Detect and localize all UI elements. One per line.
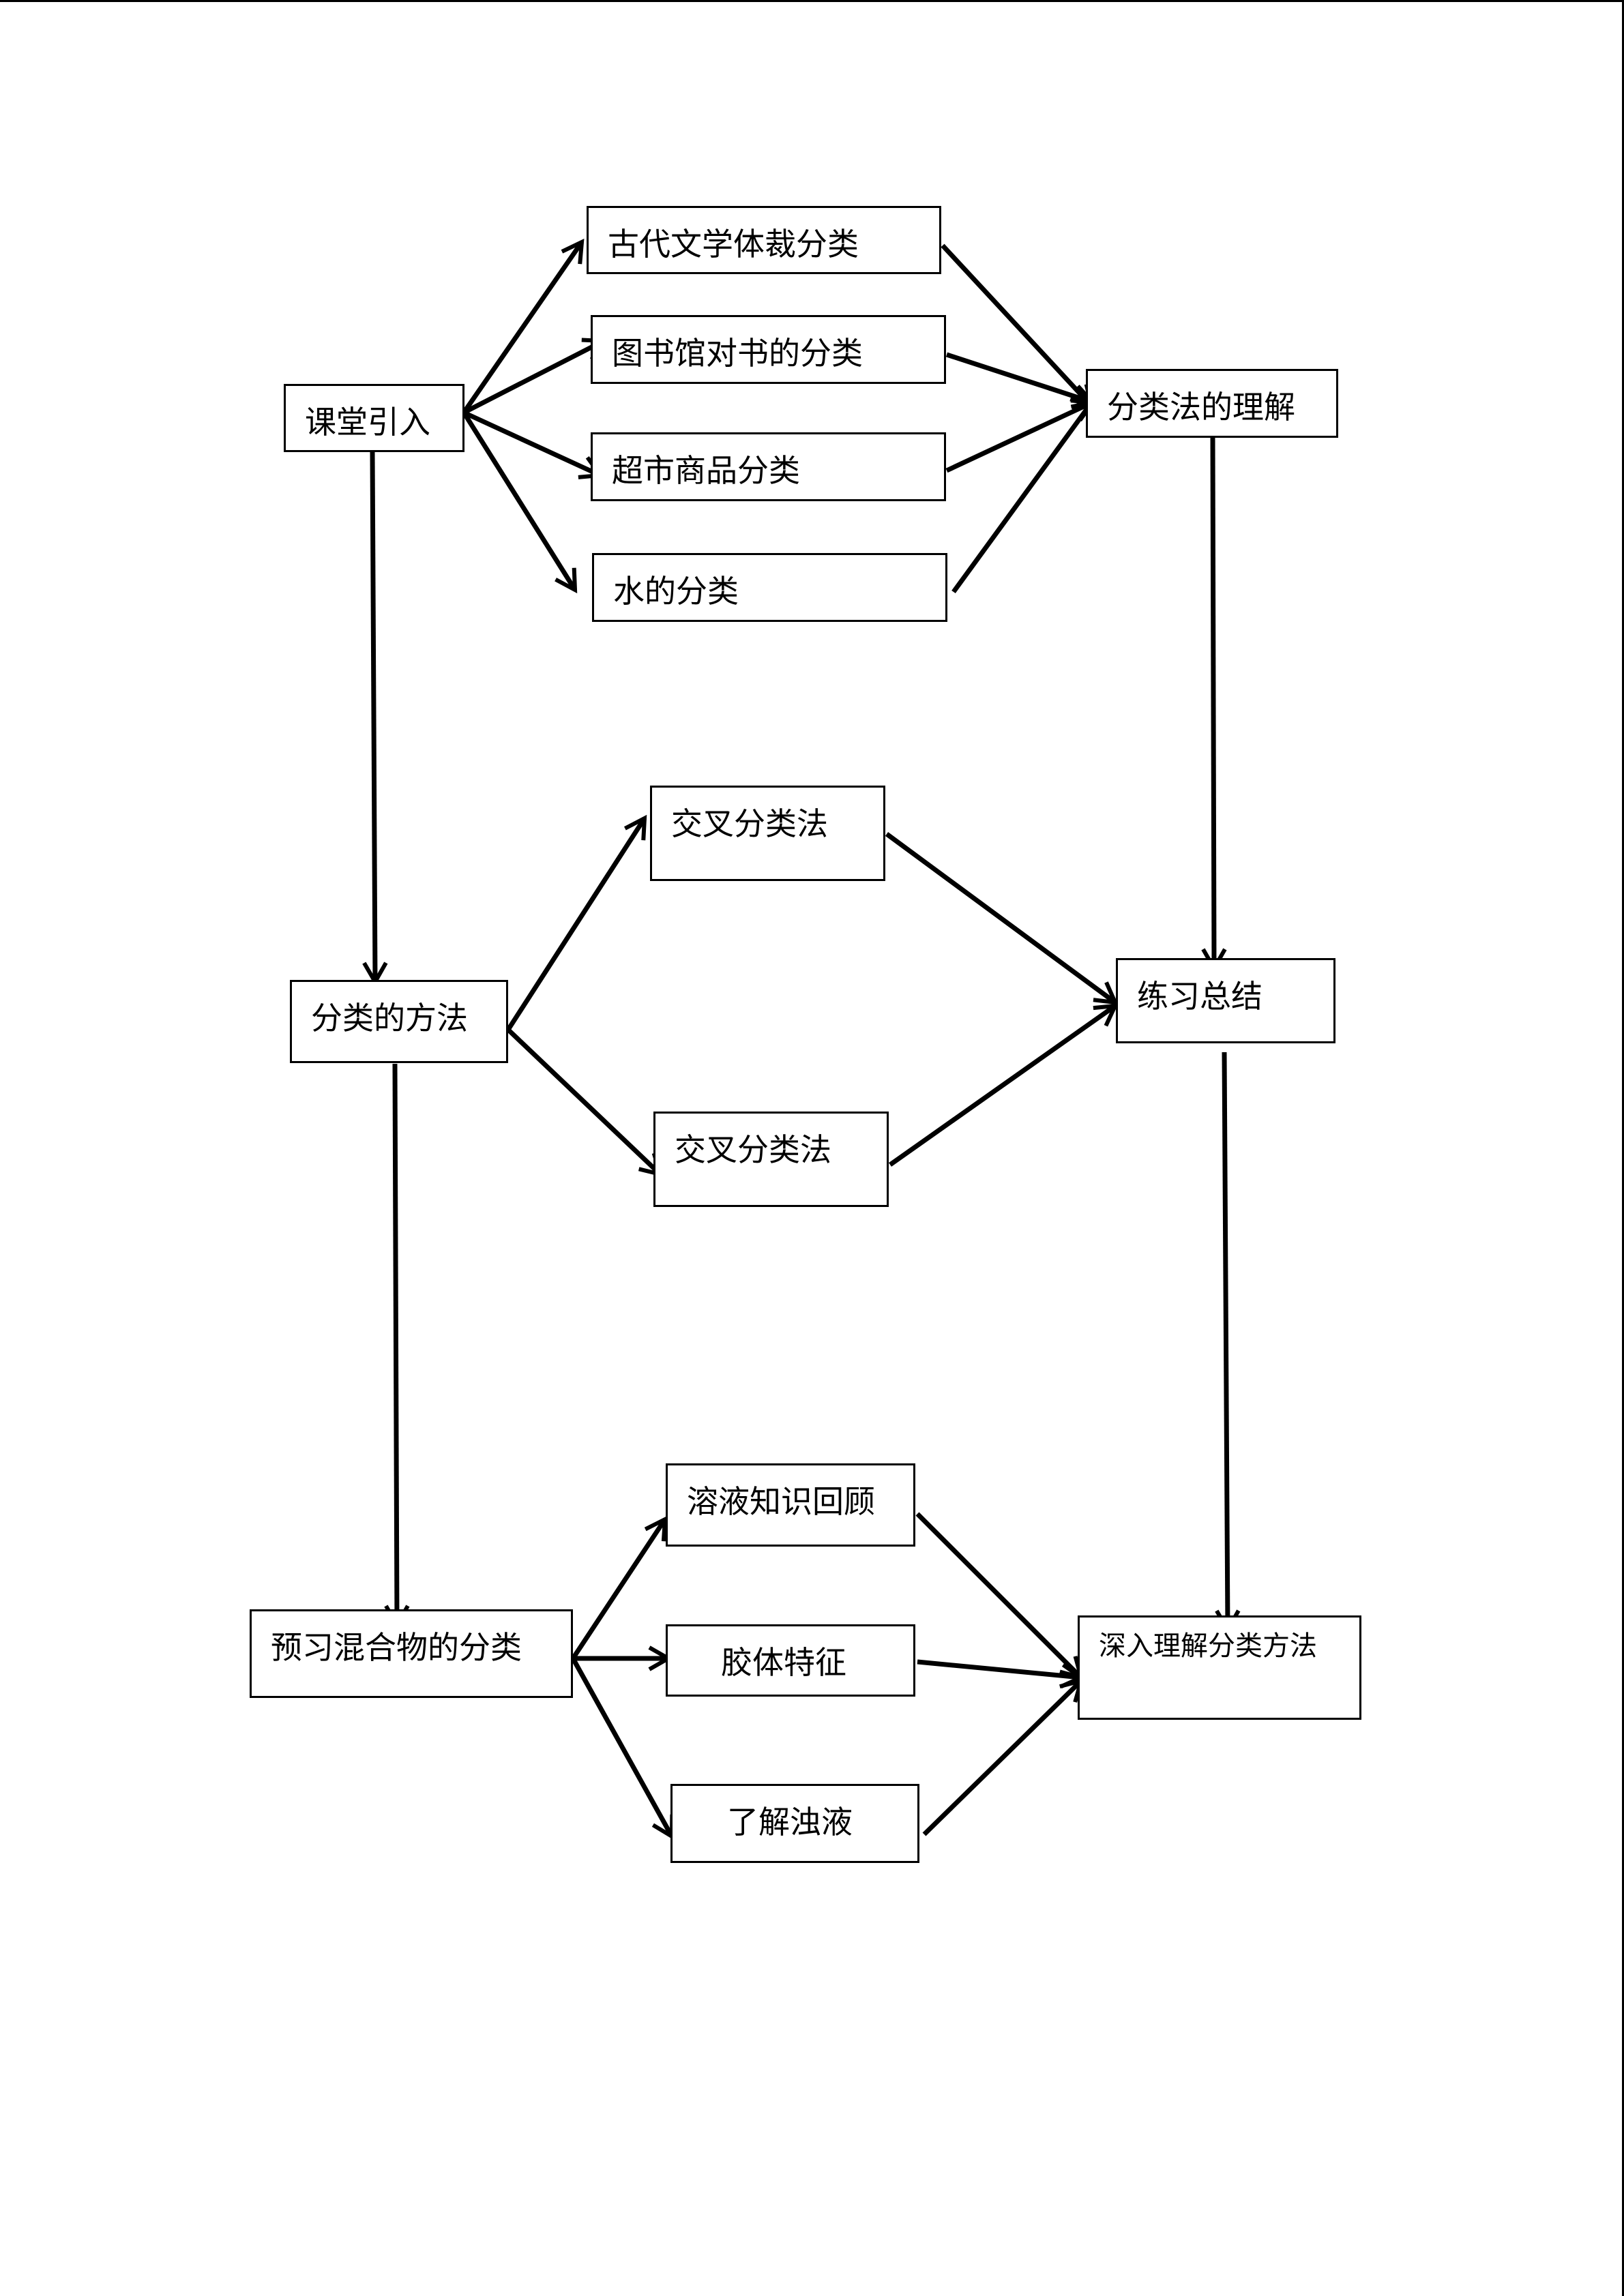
arrow-suspension-to-deep-understanding: [922, 1678, 1084, 1836]
arrow-preview-to-solution-review: [571, 1515, 668, 1660]
node-practice-label: 练习总结: [1137, 978, 1263, 1015]
node-understanding-label: 分类法的理解: [1107, 389, 1295, 426]
arrow-practice-to-deep-understanding: [1215, 1052, 1241, 1635]
arrow-preview-to-suspension: [570, 1657, 675, 1840]
node-solution-review: 溶液知识回顾: [666, 1463, 915, 1547]
node-deep-understanding: 深入理解分类方法: [1078, 1615, 1361, 1720]
node-intro-label: 课堂引入: [305, 404, 430, 441]
arrow-intro-to-water: [462, 411, 578, 594]
node-solution-review-label: 溶液知识回顾: [687, 1483, 875, 1520]
node-colloid-label: 胶体特征: [721, 1644, 846, 1681]
arrow-intro-to-supermarket: [462, 410, 604, 479]
node-methods: 分类的方法: [290, 980, 508, 1063]
node-colloid: 胶体特征: [666, 1624, 915, 1697]
node-cross-bottom: 交叉分类法: [653, 1112, 889, 1207]
arrow-cross-top-to-practice: [885, 832, 1119, 1005]
arrow-supermarket-to-understanding: [945, 398, 1097, 473]
node-methods-label: 分类的方法: [311, 1000, 468, 1037]
arrow-solution-review-to-deep-understanding: [915, 1512, 1084, 1681]
node-preview: 预习混合物的分类: [250, 1609, 573, 1698]
node-supermarket: 超市商品分类: [591, 432, 946, 501]
node-cross-top: 交叉分类法: [650, 786, 885, 881]
arrow-methods-to-preview: [384, 1063, 410, 1630]
node-water-label: 水的分类: [613, 573, 739, 610]
node-understanding: 分类法的理解: [1086, 369, 1338, 438]
arrow-colloid-to-deep-understanding: [917, 1659, 1086, 1688]
node-library: 图书馆对书的分类: [591, 315, 946, 384]
arrow-library-to-understanding: [945, 352, 1097, 409]
page-border-top: [0, 0, 1624, 2]
arrow-methods-to-cross-bottom: [506, 1028, 664, 1178]
page-border-right: [1622, 0, 1624, 2296]
node-cross-top-label: 交叉分类法: [671, 805, 828, 842]
arrow-understanding-to-practice: [1201, 436, 1227, 973]
arrow-cross-bottom-to-practice: [888, 1003, 1119, 1167]
arrow-methods-to-cross-top: [506, 814, 647, 1031]
node-intro: 课堂引入: [284, 384, 464, 452]
arrow-water-to-understanding: [951, 398, 1095, 594]
arrow-intro-to-library: [462, 338, 608, 415]
node-practice: 练习总结: [1116, 958, 1335, 1043]
node-preview-label: 预习混合物的分类: [271, 1629, 522, 1666]
node-supermarket-label: 超市商品分类: [612, 452, 800, 489]
node-ancient-lit: 古代文学体裁分类: [587, 206, 941, 274]
arrow-ancient-lit-to-understanding: [941, 243, 1095, 409]
node-suspension: 了解浊液: [670, 1784, 919, 1863]
node-suspension-label: 了解浊液: [727, 1804, 853, 1840]
node-deep-understanding-label: 深入理解分类方法: [1099, 1630, 1317, 1662]
node-cross-bottom-label: 交叉分类法: [675, 1131, 831, 1168]
node-water: 水的分类: [592, 553, 947, 622]
arrow-intro-to-methods: [362, 451, 388, 987]
node-ancient-lit-label: 古代文学体裁分类: [608, 226, 859, 263]
node-library-label: 图书馆对书的分类: [612, 335, 863, 372]
arrow-intro-to-ancient-lit: [462, 239, 585, 414]
